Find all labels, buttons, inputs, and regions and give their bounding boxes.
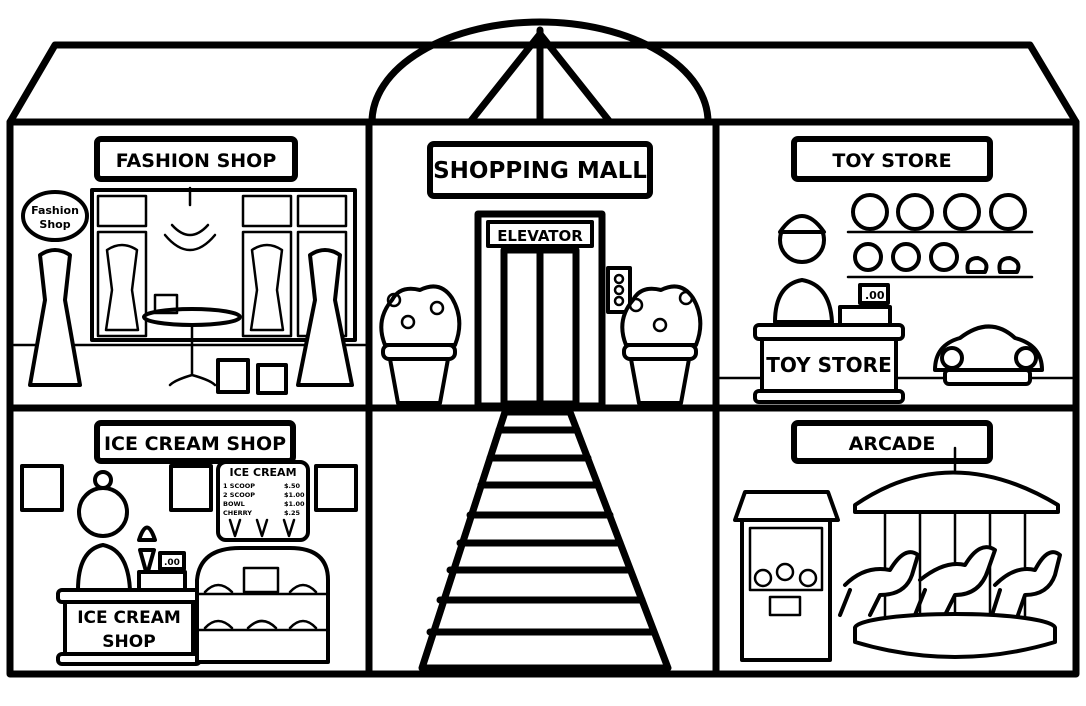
table [142, 307, 242, 327]
svg-text:Shop: Shop [39, 218, 70, 231]
toy-store-sign-text: TOY STORE [832, 150, 951, 172]
svg-text:.00: .00 [865, 289, 885, 302]
toy-store-counter [760, 337, 898, 393]
ball-icon [851, 193, 889, 231]
shopping-bag-icon [256, 363, 288, 395]
svg-text:$.25: $.25 [284, 509, 301, 517]
ice-cream-display-case [195, 546, 330, 664]
flower-pot-right [620, 284, 703, 405]
elevator-sign [486, 220, 594, 248]
ball-icon [896, 193, 934, 231]
svg-text:CHERRY: CHERRY [223, 509, 252, 517]
fashion-shop: FASHION SHOP Fashion Shop [21, 136, 357, 395]
dress-icon [104, 243, 140, 332]
cake-icon [242, 566, 280, 594]
cherry-picture [169, 464, 213, 512]
register-display [858, 283, 890, 305]
staircase [418, 408, 672, 672]
claw-machine [733, 490, 840, 662]
duck-icon [997, 256, 1021, 274]
fashion-shop-sign [94, 136, 298, 182]
svg-text:ELEVATOR: ELEVATOR [497, 227, 583, 245]
dress-icon [249, 243, 285, 332]
shopkeeper-body [773, 278, 834, 324]
mannequin-dress-icon [296, 248, 354, 387]
arcade-sign-text: ARCADE [849, 433, 936, 455]
svg-text:2 SCOOP: 2 SCOOP [223, 491, 255, 499]
mannequin-dress-icon [28, 248, 82, 387]
fashion-shop-sign-text: FASHION SHOP [116, 150, 277, 172]
ball-icon [989, 193, 1027, 231]
svg-text:$1.00: $1.00 [284, 491, 305, 499]
svg-text:ICE CREAM: ICE CREAM [229, 466, 296, 479]
toy-store-sign [791, 136, 993, 182]
strawberry-picture [20, 464, 64, 512]
banana-picture [314, 464, 358, 512]
handbag-icon [153, 293, 179, 315]
carousel [838, 446, 1062, 659]
svg-text:ICE CREAM: ICE CREAM [77, 608, 181, 628]
shopping-bag-icon [216, 358, 250, 394]
shopping-mall-sign [427, 141, 653, 199]
cash-register [838, 305, 892, 327]
cone-icons [228, 518, 296, 538]
svg-text:$.50: $.50 [284, 482, 301, 490]
toy-store: TOY STORE .00 TOY STORE [753, 136, 1044, 404]
horse-icon [913, 545, 997, 617]
svg-text:.00: .00 [164, 558, 180, 568]
chandelier-icon [163, 186, 217, 252]
server-head [77, 486, 129, 538]
ice-cream-shop-sign-text: ICE CREAM SHOP [104, 433, 286, 455]
svg-text:Fashion: Fashion [31, 204, 79, 217]
ice-cream-shop: ICE CREAM SHOP ICE CREAM 1 SCOOP $.50 2 S… [20, 420, 358, 666]
svg-text:$1.00: $1.00 [284, 500, 305, 508]
svg-text:TOY STORE: TOY STORE [766, 353, 892, 377]
flower-pot-left [379, 284, 462, 405]
server-body [76, 543, 132, 592]
fashion-badge [21, 190, 89, 242]
horse-icon [990, 550, 1062, 617]
ice-cream-counter [63, 600, 195, 656]
arcade-sign [791, 420, 993, 464]
svg-text:SHOP: SHOP [102, 632, 155, 652]
svg-text:1 SCOOP: 1 SCOOP [223, 482, 255, 490]
ice-cream-shop-sign [94, 420, 296, 464]
teddy-bear-icon [891, 242, 921, 272]
svg-text:BOWL: BOWL [223, 500, 245, 508]
teddy-bear-icon [853, 242, 883, 272]
mall-center: SHOPPING MALL ELEVATOR [379, 141, 703, 672]
arcade: ARCADE [733, 420, 1062, 662]
elevator-buttons [606, 266, 632, 314]
ball-icon [943, 193, 981, 231]
horse-icon [838, 550, 920, 617]
roof [6, 18, 1080, 126]
duck-icon [965, 256, 989, 274]
shopping-mall-sign-text: SHOPPING MALL [433, 158, 647, 184]
ice-cream-cone-icon [137, 525, 157, 577]
teddy-bear-icon [929, 242, 959, 272]
